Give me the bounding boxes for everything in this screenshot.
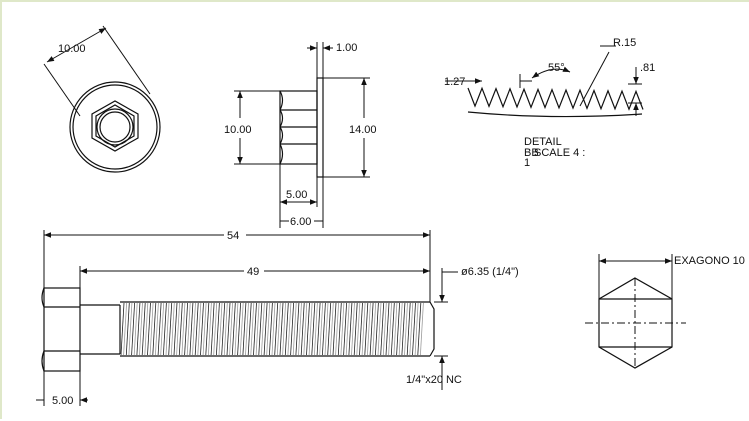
- hex-end-view: [585, 254, 686, 369]
- thread-pitch-dim: 1.27: [444, 76, 465, 88]
- flange-thickness-dim: 1.00: [336, 42, 357, 54]
- thread-depth-dim: .81: [640, 62, 655, 74]
- detail-scale: SCALE 4 :: [534, 147, 585, 159]
- root-radius-dim: R.15: [613, 37, 636, 49]
- hex-height-dim: 10.00: [224, 124, 252, 136]
- thread-detail-view: [445, 45, 644, 118]
- thread-length-dim: 49: [247, 266, 259, 278]
- hex-width-dim: 5.00: [286, 189, 307, 201]
- bolt-side-view: [36, 230, 458, 406]
- detail-title: DETAIL: [524, 136, 562, 148]
- overall-width-dim: 6.00: [290, 216, 311, 228]
- detail-label-bb: BB: [524, 147, 539, 159]
- flange-diameter-dim: 14.00: [349, 124, 377, 136]
- flange-side-view: [234, 42, 370, 228]
- thread-helix: [120, 302, 424, 356]
- across-flats-dim: 10.00: [58, 43, 86, 55]
- head-height-dim: 5.00: [52, 395, 73, 407]
- overall-length-dim: 54: [227, 230, 239, 242]
- thread-angle-dim: 55°: [548, 62, 565, 74]
- thread-spec-dim: 1/4"x20 NC: [406, 374, 462, 386]
- hex-size-label: EXAGONO 10: [674, 255, 745, 267]
- detail-scale-value: 1: [524, 157, 530, 169]
- diameter-dim: ø6.35 (1/4"): [461, 266, 519, 278]
- head-end-view: [43, 25, 161, 173]
